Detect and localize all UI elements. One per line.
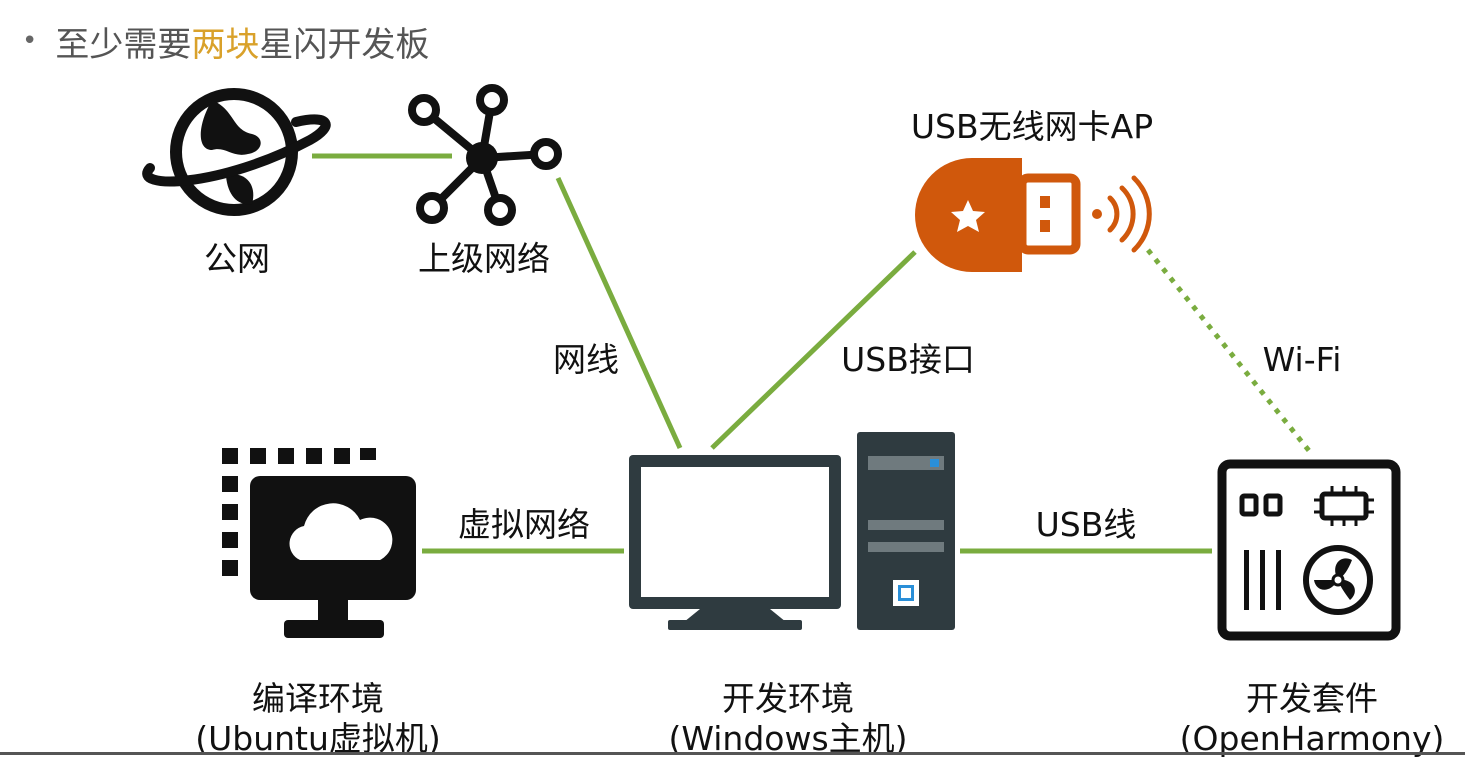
dev-kit-label: 开发套件 [1246, 679, 1378, 718]
dev-kit-sublabel: (OpenHarmony) [1179, 719, 1445, 758]
dev-board-icon [1217, 459, 1401, 641]
dev-env-sublabel: (Windows主机) [668, 719, 908, 758]
monitor-icon [629, 455, 841, 630]
bottom-divider [0, 752, 1465, 755]
globe-icon [142, 88, 331, 216]
bullet-text-pre: 至少需要 [55, 24, 192, 65]
compile-env-sublabel: (Ubuntu虚拟机) [195, 719, 441, 758]
usb-port-label: USB接口 [841, 340, 975, 379]
bullet-line: • 至少需要 两块 星闪开发板 [22, 16, 429, 66]
bullet-text-post: 星闪开发板 [259, 24, 430, 65]
usb-cable-label: USB线 [1035, 505, 1137, 544]
link-ethernet [555, 176, 683, 450]
network-hub-icon [408, 84, 562, 226]
virtual-machine-icon [222, 448, 416, 638]
internet-label: 公网 [204, 239, 270, 278]
upstream-network-label: 上级网络 [418, 239, 550, 278]
bullet-dot: • [22, 26, 38, 56]
usb-dongle-icon [915, 158, 1152, 272]
dev-env-label: 开发环境 [722, 679, 854, 718]
usb-ap-label: USB无线网卡AP [910, 107, 1154, 146]
pc-tower-icon [857, 432, 955, 630]
virtual-network-label: 虚拟网络 [458, 505, 590, 544]
ethernet-label: 网线 [553, 340, 619, 379]
link-usb-port [710, 250, 917, 450]
wifi-label: Wi-Fi [1262, 340, 1342, 379]
bullet-text-highlight: 两块 [191, 24, 260, 65]
compile-env-label: 编译环境 [252, 679, 384, 718]
